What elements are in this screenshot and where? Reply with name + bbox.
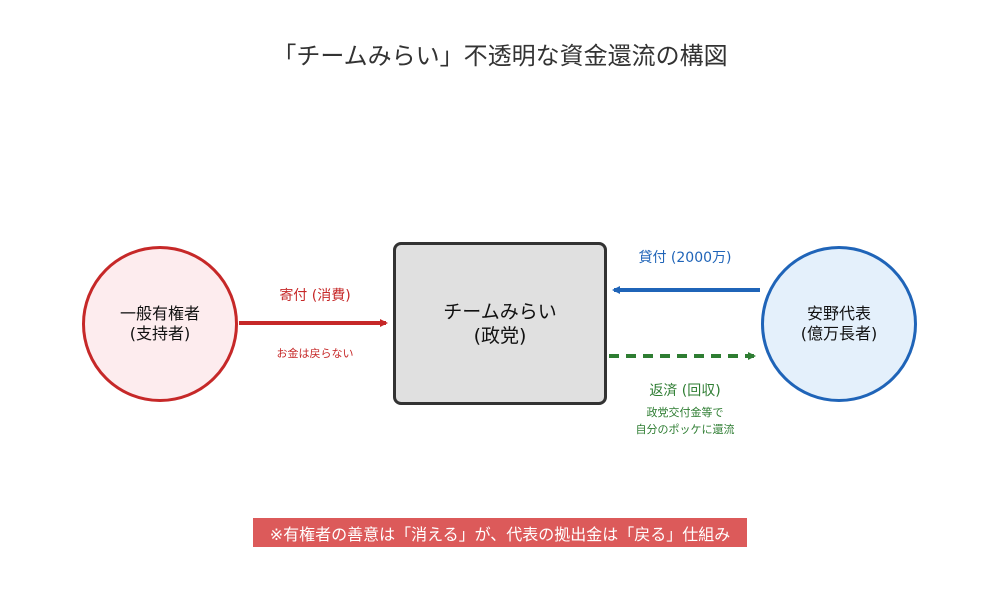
- anno-label: 安野代表: [806, 304, 871, 323]
- repayment-note-2: 自分のポッケに還流: [635, 423, 735, 436]
- anno-sublabel: (億万長者): [800, 324, 878, 343]
- diagram-title: 「チームみらい」不透明な資金還流の構図: [272, 42, 728, 70]
- donation-note: お金は戻らない: [276, 347, 354, 360]
- party-sublabel: (政党): [473, 324, 527, 347]
- repayment-note-1: 政党交付金等で: [646, 406, 724, 419]
- loan-label: 貸付 (2000万): [638, 250, 732, 266]
- party-label: チームみらい: [443, 300, 557, 323]
- footnote-banner: ※有権者の善意は「消える」が、代表の拠出金は「戻る」仕組み: [253, 518, 747, 547]
- node-general-voters: 一般有権者 (支持者): [82, 246, 238, 402]
- voters-sublabel: (支持者): [129, 324, 191, 343]
- donation-label: 寄付 (消費): [279, 288, 351, 304]
- voters-label: 一般有権者: [119, 304, 200, 323]
- node-anno-leader: 安野代表 (億万長者): [761, 246, 917, 402]
- repayment-label: 返済 (回収): [649, 383, 721, 399]
- node-team-mirai: チームみらい (政党): [393, 242, 607, 405]
